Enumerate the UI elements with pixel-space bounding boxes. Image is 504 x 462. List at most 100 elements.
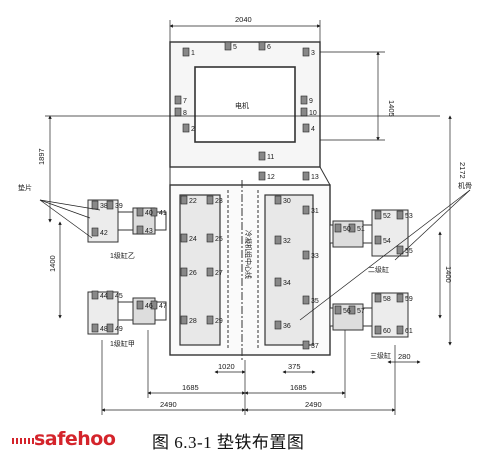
pad-number-10: 10 (309, 110, 317, 117)
dim-bottom-inner: 1020 (218, 362, 235, 371)
pad-number-6: 6 (267, 44, 271, 51)
pad-number-61: 61 (405, 328, 413, 335)
pad-4 (302, 123, 310, 133)
pad-39 (106, 200, 114, 210)
pad-6 (258, 41, 266, 51)
pad-37 (302, 340, 310, 350)
pad-22 (180, 195, 188, 205)
pad-26 (180, 267, 188, 277)
pad-44 (91, 290, 99, 300)
pad-number-26: 26 (189, 270, 197, 277)
logo-text: safehoo (34, 428, 116, 450)
pad-43 (136, 225, 144, 235)
pad-number-27: 27 (215, 270, 223, 277)
pad-number-2: 2 (191, 126, 195, 133)
pad-number-32: 32 (283, 238, 291, 245)
pad-52 (374, 210, 382, 220)
pad-55 (396, 245, 404, 255)
dim-bottom-right-mid: 1685 (290, 383, 307, 392)
label-motor: 电机 (235, 101, 249, 110)
pad-31 (302, 205, 310, 215)
pad-54 (374, 235, 382, 245)
pad-27 (206, 267, 214, 277)
pad-number-25: 25 (215, 236, 223, 243)
pad-56 (334, 305, 342, 315)
pad-layout-drawing: 2040 1405 1897 2172 1400 1400 1020 375 1… (18, 15, 472, 415)
pad-number-47: 47 (159, 303, 167, 310)
pad-35 (302, 295, 310, 305)
pad-13 (302, 171, 310, 181)
motor-window (194, 66, 296, 143)
pad-number-30: 30 (283, 198, 291, 205)
dim-right-spacing: 1400 (444, 266, 453, 283)
pad-2 (182, 123, 190, 133)
label-cyl1-b: 1级缸乙 (110, 251, 135, 260)
pad-34 (274, 277, 282, 287)
pad-number-1: 1 (191, 50, 195, 57)
pad-number-41: 41 (159, 210, 167, 217)
pad-59 (396, 293, 404, 303)
pad-number-50: 50 (343, 226, 351, 233)
pad-number-13: 13 (311, 174, 319, 181)
pad-number-40: 40 (145, 210, 153, 217)
pad-number-45: 45 (115, 293, 123, 300)
pad-32 (274, 235, 282, 245)
pad-number-54: 54 (383, 238, 391, 245)
pad-number-9: 9 (309, 98, 313, 105)
pad-45 (106, 290, 114, 300)
pad-50 (334, 223, 342, 233)
pad-11 (258, 151, 266, 161)
pad-38 (91, 200, 99, 210)
figure-caption: 图 6.3-1 垫铁布置图 (152, 433, 305, 452)
pad-number-39: 39 (115, 203, 123, 210)
pad-number-51: 51 (357, 226, 365, 233)
pad-number-57: 57 (357, 308, 365, 315)
pad-number-31: 31 (311, 208, 319, 215)
dim-left-height: 1897 (37, 148, 46, 165)
pad-48 (91, 323, 99, 333)
pad-number-56: 56 (343, 308, 351, 315)
pad-number-7: 7 (183, 98, 187, 105)
pad-number-22: 22 (189, 198, 197, 205)
pad-57 (348, 305, 356, 315)
label-cyl2: 二级缸 (368, 265, 389, 274)
pad-10 (300, 107, 308, 117)
pad-number-48: 48 (100, 326, 108, 333)
pad-number-38: 38 (100, 203, 108, 210)
pad-number-12: 12 (267, 174, 275, 181)
pad-36 (274, 320, 282, 330)
pad-60 (374, 325, 382, 335)
pad-9 (300, 95, 308, 105)
pad-7 (174, 95, 182, 105)
pad-1 (182, 47, 190, 57)
pad-number-5: 5 (233, 44, 237, 51)
dim-bottom-right-total: 2490 (305, 400, 322, 409)
pad-number-33: 33 (311, 253, 319, 260)
pad-number-4: 4 (311, 126, 315, 133)
pad-number-36: 36 (283, 323, 291, 330)
pad-number-42: 42 (100, 230, 108, 237)
label-unit-center: 冷凝机组中心线 (244, 230, 253, 279)
label-cyl3: 三级缸 (370, 351, 391, 360)
pad-5 (224, 41, 232, 51)
pad-number-52: 52 (383, 213, 391, 220)
pad-46 (136, 300, 144, 310)
pad-number-37: 37 (311, 343, 319, 350)
pad-8 (174, 107, 182, 117)
pad-number-29: 29 (215, 318, 223, 325)
label-anchor-bolt: 垫片 (18, 183, 32, 192)
pad-58 (374, 293, 382, 303)
pad-number-24: 24 (189, 236, 197, 243)
pad-23 (206, 195, 214, 205)
pad-number-53: 53 (405, 213, 413, 220)
pad-33 (302, 250, 310, 260)
label-cyl1-a: 1级缸甲 (110, 339, 135, 348)
pad-number-49: 49 (115, 326, 123, 333)
pad-number-11: 11 (267, 154, 274, 161)
pad-53 (396, 210, 404, 220)
pad-number-35: 35 (311, 298, 319, 305)
pad-47 (150, 300, 158, 310)
pad-41 (150, 207, 158, 217)
pad-28 (180, 315, 188, 325)
